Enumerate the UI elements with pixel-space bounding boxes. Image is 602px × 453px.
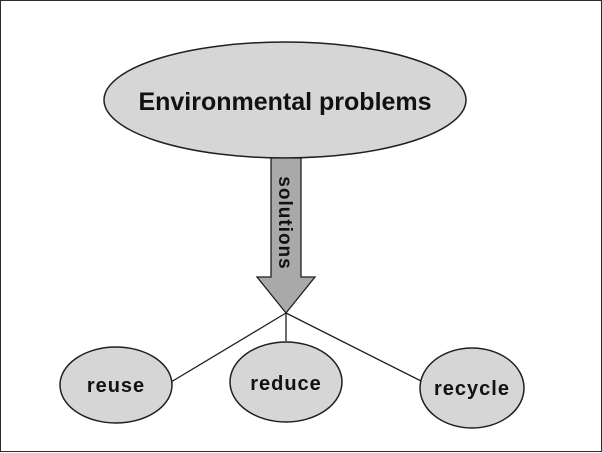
solutions-arrow: solutions	[255, 157, 317, 315]
child-node-recycle-shape	[419, 347, 525, 429]
root-node: Environmental problems	[103, 41, 467, 159]
solutions-arrow-label: solutions	[274, 176, 295, 269]
child-node-reuse-shape	[59, 346, 173, 424]
child-node-reuse: reuse	[59, 346, 173, 424]
child-node-reduce: reduce	[229, 341, 343, 423]
connector-line-reuse	[170, 312, 287, 383]
root-node-label: Environmental problems	[138, 88, 431, 116]
child-node-reduce-shape	[229, 341, 343, 423]
connector-lines	[170, 312, 424, 383]
child-node-reduce-label: reduce	[250, 373, 322, 395]
child-node-recycle: recycle	[419, 347, 525, 429]
solutions-arrow-shape	[255, 157, 317, 315]
child-node-recycle-label: recycle	[434, 378, 510, 400]
child-node-reuse-label: reuse	[87, 375, 145, 397]
connector-line-recycle	[285, 312, 424, 383]
